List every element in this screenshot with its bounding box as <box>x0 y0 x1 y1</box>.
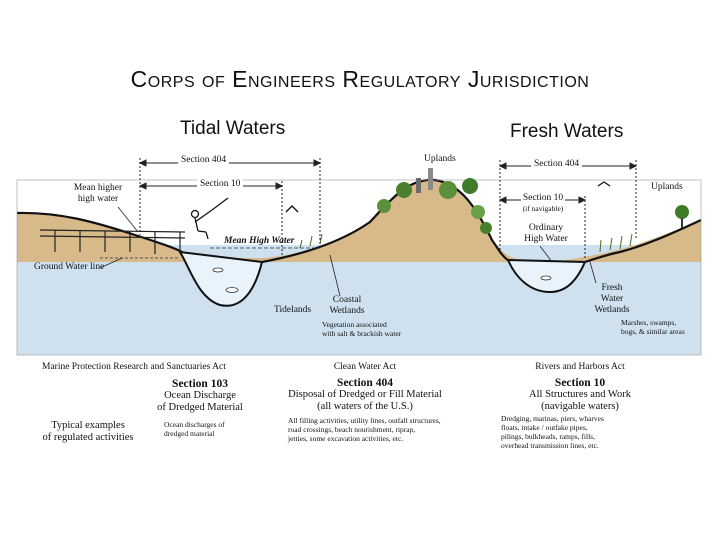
mean-high-water-label: Mean High Water <box>224 236 295 246</box>
land-mass <box>17 179 701 262</box>
pier <box>39 229 186 254</box>
uplands-center-label: Uplands <box>424 154 456 164</box>
ground-water-line-label: Ground Water line <box>34 262 105 272</box>
left-act-examples: Ocean discharges of dredged material <box>164 420 225 438</box>
right-act-examples: Dredging, marinas, piers, wharves floats… <box>501 414 604 450</box>
typical-examples-label: Typical examples of regulated activities <box>42 420 134 443</box>
groundwater-area <box>17 245 701 355</box>
tidal-pond <box>178 250 264 307</box>
bird-icon-right <box>597 181 611 187</box>
page-title: Corps of Engineers Regulatory Jurisdicti… <box>130 66 590 92</box>
tidal-waters-heading: Tidal Waters <box>180 118 286 139</box>
uplands-right-label: Uplands <box>651 182 683 192</box>
diagram-frame <box>16 179 702 356</box>
leader-lines <box>99 206 597 297</box>
fresh-waters-heading: Fresh Waters <box>510 121 624 142</box>
section-404-right-label: Section 404 <box>531 159 583 170</box>
upland-trees <box>377 168 689 234</box>
fisherman-figure <box>190 197 229 240</box>
mean-higher-high-water-label: Mean higher high water <box>73 183 123 204</box>
section-404-left-arrow <box>138 158 322 245</box>
left-act-name: Marine Protection Research and Sanctuari… <box>42 362 226 372</box>
section-10-left-label: Section 10 <box>197 179 244 190</box>
seagull-icon <box>285 205 299 213</box>
reeds <box>299 233 633 253</box>
right-act-name: Rivers and Harbors Act <box>535 362 625 372</box>
left-act-section: Section 103 Ocean Discharge of Dredged M… <box>157 378 243 413</box>
vegetation-label: Vegetation associated with salt & bracki… <box>322 320 402 338</box>
section-10-right-label: Section 10 (if navigable) <box>520 193 566 213</box>
ordinary-high-water-label: Ordinary High Water <box>524 223 568 244</box>
tidelands-label: Tidelands <box>274 305 312 315</box>
coastal-wetlands-label: Coastal Wetlands <box>329 295 365 316</box>
marshes-label: Marshes, swamps, bogs, & similar areas <box>621 318 685 336</box>
right-act-section: Section 10 All Structures and Work (navi… <box>529 377 631 412</box>
fish <box>212 267 552 293</box>
center-act-name: Clean Water Act <box>333 362 397 372</box>
center-act-examples: All filling activities, utility lines, o… <box>288 416 441 443</box>
section-404-left-label: Section 404 <box>178 155 230 166</box>
fresh-water-wetlands-label: Fresh Water Wetlands <box>594 283 630 315</box>
center-act-section: Section 404 Disposal of Dredged or Fill … <box>288 377 442 412</box>
